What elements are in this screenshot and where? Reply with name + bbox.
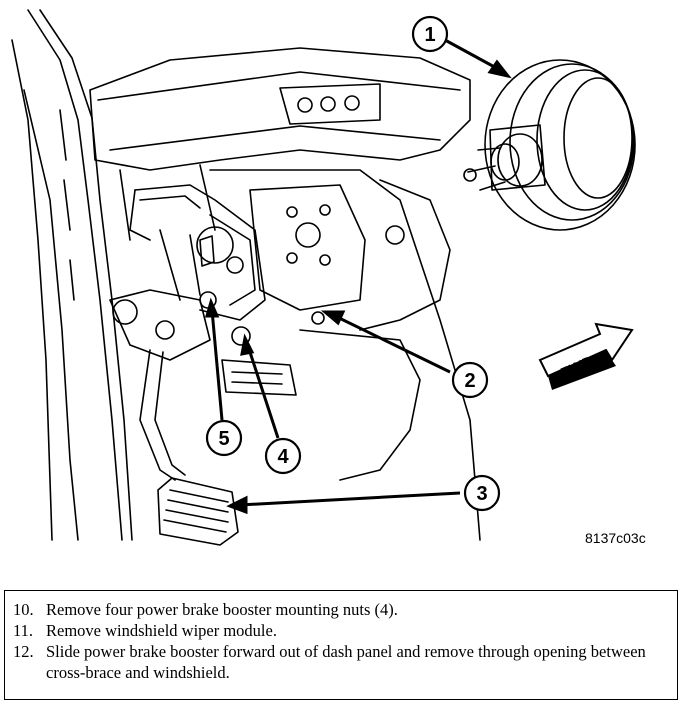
figure-id: 8137c03c <box>585 530 646 546</box>
step-number: 10. <box>13 600 34 619</box>
callout-2-label: 2 <box>464 370 475 392</box>
brake-pedal-pad <box>157 477 239 546</box>
callout-leaders <box>205 38 512 515</box>
step-text: Slide power brake booster forward out of… <box>46 642 646 682</box>
callout-3: 3 <box>463 474 501 512</box>
step-number: 12. <box>13 642 34 661</box>
brake-booster-diagram: 1 2 3 4 5 FWD <box>11 9 636 546</box>
brake-booster <box>463 59 636 231</box>
step-number: 11. <box>13 621 34 640</box>
callout-4-label: 4 <box>277 446 289 468</box>
door-frame <box>11 9 133 541</box>
callout-1: 1 <box>411 15 449 53</box>
dash-panel <box>89 47 481 541</box>
step-item: 11. Remove windshield wiper module. <box>13 620 669 641</box>
pedal-bracket <box>109 184 266 481</box>
callout-1-label: 1 <box>424 24 435 46</box>
instruction-steps: 10. Remove four power brake booster moun… <box>4 590 678 700</box>
callout-5: 5 <box>205 419 243 457</box>
step-text: Remove four power brake booster mounting… <box>46 600 398 619</box>
step-item: 10. Remove four power brake booster moun… <box>13 599 669 620</box>
fwd-arrow: FWD <box>538 322 634 390</box>
step-item: 12. Slide power brake booster forward ou… <box>13 641 669 683</box>
callout-3-label: 3 <box>476 483 487 505</box>
callout-5-label: 5 <box>218 428 229 450</box>
callout-4: 4 <box>264 437 302 475</box>
callout-2: 2 <box>451 361 489 399</box>
step-text: Remove windshield wiper module. <box>46 621 277 640</box>
